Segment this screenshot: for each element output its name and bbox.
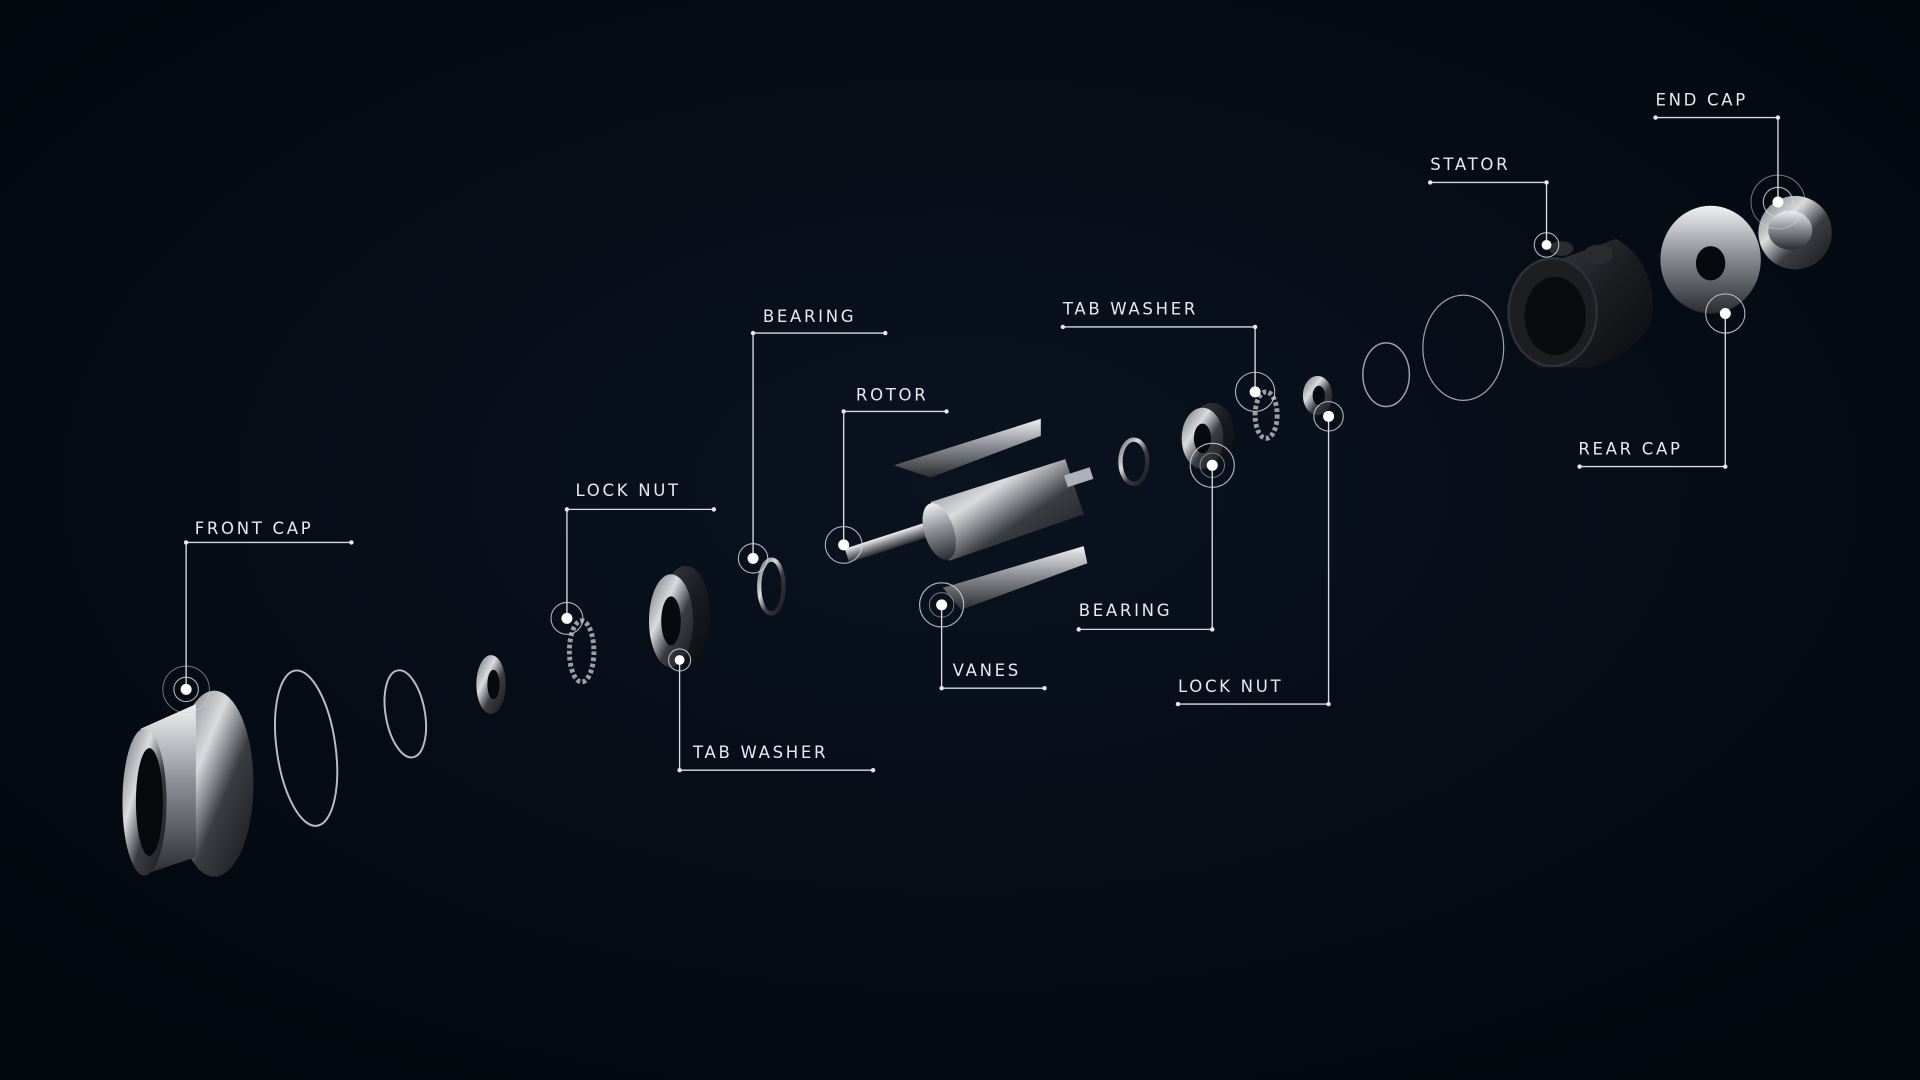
tab-washer-left-part	[566, 618, 597, 685]
rear-cap-part	[1660, 205, 1761, 314]
stator-part	[1507, 238, 1654, 368]
bearing-right-part	[1181, 402, 1235, 469]
hotspot-dot[interactable]	[674, 655, 685, 665]
callout-rear-cap[interactable]: REAR CAP	[1577, 293, 1746, 469]
callout-lock-nut-left[interactable]: LOCK NUT	[550, 481, 717, 635]
callout-bearing-left[interactable]: BEARING	[737, 307, 888, 574]
callout-lock-nut-right[interactable]: LOCK NUT	[1175, 401, 1344, 707]
hotspot-dot[interactable]	[936, 599, 948, 611]
end-cap-part	[1758, 195, 1832, 270]
callout-label: STATOR	[1430, 155, 1510, 174]
callout-tab-washer-left[interactable]: TAB WASHER	[668, 648, 876, 773]
hotspot-dot[interactable]	[180, 683, 192, 695]
callout-label: LOCK NUT	[576, 481, 681, 500]
callout-label: BEARING	[763, 307, 856, 326]
o-ring-part	[383, 669, 428, 759]
retaining-ring-part	[1118, 437, 1150, 486]
callout-rotor[interactable]: ROTOR	[824, 385, 949, 564]
callout-label: ROTOR	[856, 385, 929, 404]
tab-washer-right-part	[1252, 389, 1280, 441]
o-ring-part	[274, 669, 339, 827]
lock-nut-left-part	[476, 655, 506, 714]
callout-label: TAB WASHER	[692, 743, 828, 762]
callout-label: VANES	[953, 661, 1021, 680]
callout-tab-washer-right[interactable]: TAB WASHER	[1060, 300, 1276, 412]
callout-end-cap[interactable]: END CAP	[1653, 90, 1806, 230]
hotspot-dot[interactable]	[1323, 410, 1335, 422]
o-ring-part	[1362, 342, 1411, 408]
callout-bearing-right[interactable]: BEARING	[1076, 442, 1235, 632]
callout-vanes[interactable]: VANES	[919, 582, 1047, 691]
bearing-left-part	[648, 565, 711, 668]
hotspot-dot[interactable]	[561, 612, 573, 624]
callout-label: TAB WASHER	[1062, 300, 1198, 319]
hotspot-dot[interactable]	[1206, 459, 1218, 471]
callout-label: LOCK NUT	[1178, 677, 1283, 696]
hotspot-dot[interactable]	[747, 552, 759, 564]
hotspot-dot[interactable]	[1541, 240, 1552, 250]
callout-label: FRONT CAP	[195, 519, 314, 538]
retaining-ring-part	[757, 557, 786, 616]
front-cap-part	[122, 690, 254, 877]
callout-stator[interactable]: STATOR	[1428, 155, 1560, 258]
callout-label: BEARING	[1079, 601, 1172, 620]
o-ring-part	[1422, 294, 1505, 402]
callout-label: END CAP	[1656, 90, 1748, 109]
lock-nut-right-part	[1302, 375, 1333, 416]
callout-front-cap[interactable]: FRONT CAP	[162, 519, 354, 714]
callout-label: REAR CAP	[1578, 439, 1682, 458]
hotspot-dot[interactable]	[1719, 307, 1731, 319]
hotspot-dot[interactable]	[1249, 386, 1261, 398]
hotspot-dot[interactable]	[1772, 196, 1784, 208]
hotspot-dot[interactable]	[838, 539, 850, 551]
rotor-part	[844, 418, 1094, 610]
